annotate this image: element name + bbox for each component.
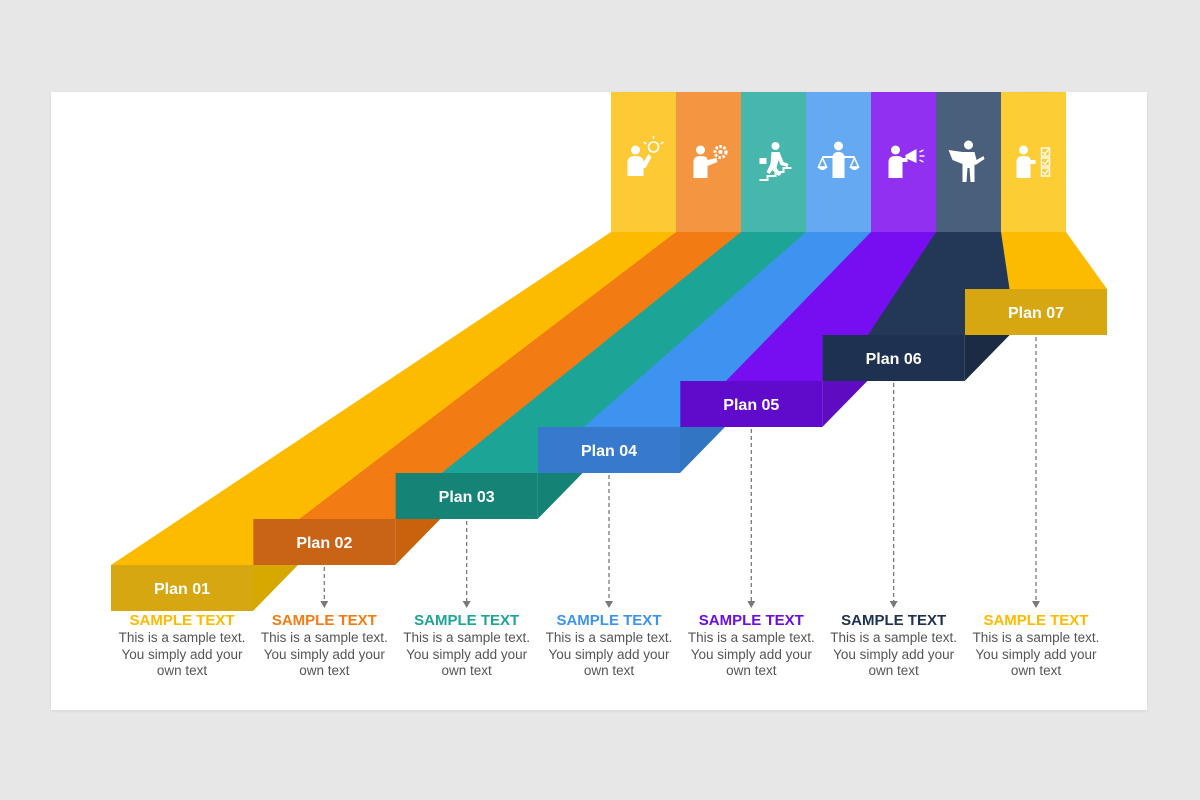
arrow-head-icon — [604, 601, 613, 608]
person-lightbulb-icon — [627, 136, 664, 176]
caption-body-line: This is a sample text. — [545, 630, 673, 645]
caption-body-line: own text — [156, 663, 208, 678]
plan-box-7 — [964, 289, 1107, 335]
caption-body-line: You simply add your — [833, 646, 955, 662]
plan-box-4 — [537, 427, 680, 473]
caption-title: SAMPLE TEXT — [414, 612, 520, 629]
plan-label: Plan 04 — [581, 443, 637, 460]
caption-body-line: You simply add your — [263, 646, 385, 662]
plan-label: Plan 01 — [154, 581, 210, 598]
plan-beam-1 — [111, 232, 676, 565]
superhero-cape-icon — [948, 140, 985, 182]
caption-body-line: This is a sample text. — [830, 630, 958, 645]
plan-box-2 — [253, 519, 396, 565]
arrow-head-icon — [747, 601, 756, 608]
arrow-head-icon — [462, 601, 471, 608]
person-gear-icon — [693, 145, 728, 178]
plan-box-6 — [822, 335, 965, 381]
caption-body-line: own text — [726, 663, 777, 678]
arrow-head-icon — [320, 601, 329, 608]
caption-title: SAMPLE TEXT — [129, 612, 235, 629]
caption-body-line: You simply add your — [690, 646, 812, 662]
caption-body-line: own text — [299, 663, 350, 678]
arrow-head-icon — [1031, 601, 1040, 608]
caption-body-line: You simply add your — [121, 646, 243, 662]
caption-title: SAMPLE TEXT — [271, 612, 377, 629]
plan-label: Plan 03 — [439, 489, 495, 506]
caption-body-line: own text — [1010, 663, 1062, 678]
caption-title: SAMPLE TEXT — [698, 612, 804, 629]
slide: Plan 01 Plan 02 Plan 03 Plan 04 Plan 05 Plan … — [51, 92, 1147, 710]
person-checklist-icon — [1016, 145, 1051, 178]
plan-label: Plan 07 — [1008, 305, 1064, 322]
plan-box-1 — [111, 565, 253, 611]
plan-label: Plan 05 — [723, 397, 779, 414]
caption-body-line: This is a sample text. — [403, 630, 531, 645]
plan-box-3 — [395, 473, 538, 519]
arrow-head-icon — [889, 601, 898, 608]
caption-title: SAMPLE TEXT — [983, 612, 1089, 629]
caption-body-line: You simply add your — [406, 646, 528, 662]
person-megaphone-icon — [888, 145, 925, 178]
caption-body-line: This is a sample text. — [118, 630, 246, 645]
caption-body-line: You simply add your — [548, 646, 670, 662]
caption-title: SAMPLE TEXT — [556, 612, 662, 629]
caption-body-line: own text — [441, 663, 492, 678]
caption-body-line: This is a sample text. — [687, 630, 815, 645]
caption-body-line: own text — [868, 663, 919, 678]
person-scales-icon — [817, 141, 860, 178]
caption-body-line: own text — [583, 663, 635, 678]
staircase-diagram: Plan 01 Plan 02 Plan 03 Plan 04 Plan 05 Plan … — [111, 92, 1107, 611]
plan-label: Plan 02 — [296, 535, 352, 552]
plan-box-5 — [680, 381, 823, 427]
caption-body-line: This is a sample text. — [260, 630, 388, 645]
caption-body-line: This is a sample text. — [972, 630, 1100, 645]
caption-title: SAMPLE TEXT — [841, 612, 947, 629]
plan-label: Plan 06 — [866, 351, 922, 368]
person-climbing-stairs-icon — [759, 142, 792, 181]
caption-body-line: You simply add your — [975, 646, 1097, 662]
